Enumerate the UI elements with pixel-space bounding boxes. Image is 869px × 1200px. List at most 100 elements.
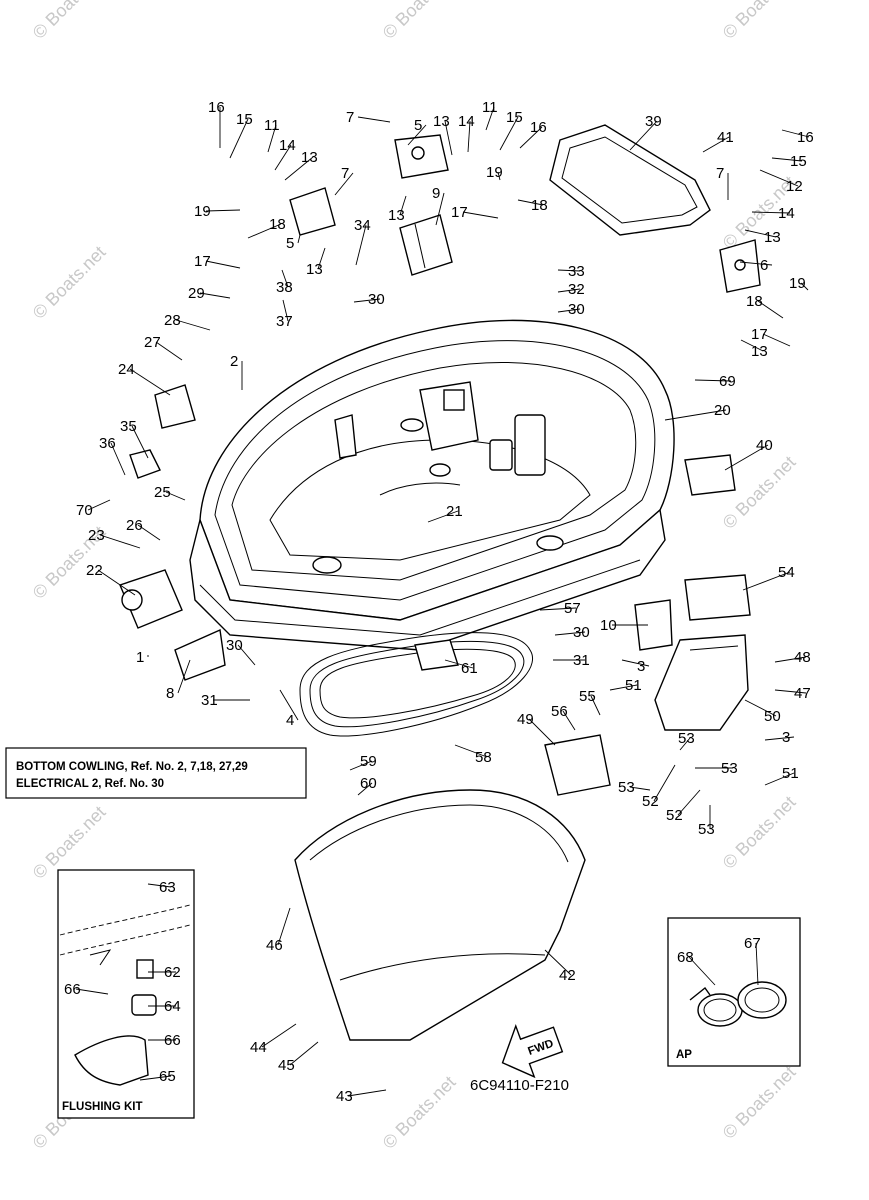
leader-line-30 bbox=[554, 631, 586, 636]
leader-line-17 bbox=[205, 260, 241, 269]
callout-37: 37 bbox=[276, 313, 293, 330]
callout-60: 60 bbox=[360, 775, 377, 792]
watermark: © Boats.net bbox=[379, 0, 460, 43]
callout-13: 13 bbox=[306, 261, 323, 278]
callout-66: 66 bbox=[164, 1032, 181, 1049]
callout-3: 3 bbox=[637, 658, 645, 675]
callout-54: 54 bbox=[778, 564, 795, 581]
watermark: © Boats.net bbox=[719, 0, 800, 43]
leader-line-43 bbox=[347, 1089, 387, 1097]
leader-line-5 bbox=[407, 124, 427, 146]
leader-line-7 bbox=[334, 172, 354, 196]
callout-36: 36 bbox=[99, 435, 116, 452]
leader-line-4 bbox=[279, 689, 299, 721]
callout-31: 31 bbox=[201, 692, 218, 709]
leader-line-59 bbox=[349, 760, 373, 771]
callout-53: 53 bbox=[678, 730, 695, 747]
callout-62: 62 bbox=[164, 964, 181, 981]
callout-67: 67 bbox=[744, 935, 761, 952]
leader-line-42 bbox=[544, 949, 572, 976]
leader-line-13 bbox=[399, 195, 407, 216]
right-side-parts bbox=[544, 454, 751, 796]
leader-line-35 bbox=[131, 425, 149, 459]
callout-14: 14 bbox=[778, 205, 795, 222]
callout-43: 43 bbox=[336, 1088, 353, 1105]
leader-line-12 bbox=[759, 169, 799, 187]
leader-line-18 bbox=[757, 300, 784, 319]
watermark: © Boats.net bbox=[379, 1072, 460, 1153]
callout-21: 21 bbox=[446, 503, 463, 520]
callout-30: 30 bbox=[568, 301, 585, 318]
callout-13: 13 bbox=[388, 207, 405, 224]
drawing-code: 6C94110-F210 bbox=[470, 1077, 569, 1094]
callout-38: 38 bbox=[276, 279, 293, 296]
callout-28: 28 bbox=[164, 312, 181, 329]
callout-70: 70 bbox=[76, 502, 93, 519]
leader-line-13 bbox=[744, 229, 777, 238]
leader-line-57 bbox=[539, 607, 577, 611]
leader-lines bbox=[75, 106, 810, 1097]
reference-box: BOTTOM COWLING, Ref. No. 2, 7,18, 27,29 … bbox=[5, 747, 307, 799]
callout-16: 16 bbox=[208, 99, 225, 116]
leader-line-33 bbox=[557, 269, 581, 272]
callout-50: 50 bbox=[764, 708, 781, 725]
callout-39: 39 bbox=[645, 113, 662, 130]
leader-line-18 bbox=[517, 199, 544, 206]
leader-line-17 bbox=[762, 333, 791, 347]
callout-26: 26 bbox=[126, 517, 143, 534]
leader-line-34 bbox=[355, 224, 367, 266]
leader-line-18 bbox=[247, 223, 282, 239]
leader-line-6 bbox=[739, 261, 773, 266]
bottom-cowling bbox=[189, 319, 675, 651]
callout-44: 44 bbox=[250, 1039, 267, 1056]
reference-line-2: ELECTRICAL 2, Ref. No. 30 bbox=[16, 778, 164, 790]
callout-49: 49 bbox=[517, 711, 534, 728]
callout-7: 7 bbox=[341, 165, 349, 182]
leader-line-14 bbox=[274, 144, 292, 171]
callout-13: 13 bbox=[764, 229, 781, 246]
callout-64: 64 bbox=[164, 998, 181, 1015]
callout-17: 17 bbox=[194, 253, 211, 270]
leader-line-63 bbox=[147, 883, 172, 888]
leader-line-11 bbox=[485, 106, 495, 131]
leader-line-51 bbox=[764, 772, 795, 786]
callout-13: 13 bbox=[301, 149, 318, 166]
part-61-pad bbox=[414, 639, 459, 671]
leader-line-13 bbox=[284, 156, 314, 181]
watermark: © Boats.net bbox=[29, 0, 110, 43]
callout-63: 63 bbox=[159, 879, 176, 896]
leader-line-52 bbox=[677, 789, 701, 816]
callout-32: 32 bbox=[568, 281, 585, 298]
leader-line-45 bbox=[289, 1041, 319, 1066]
leader-line-48 bbox=[774, 656, 807, 663]
watermark: © Boats.net bbox=[719, 792, 800, 873]
callout-17: 17 bbox=[751, 326, 768, 343]
part-39-cover bbox=[549, 124, 711, 236]
callout-35: 35 bbox=[120, 418, 137, 435]
callout-30: 30 bbox=[226, 637, 243, 654]
callout-16: 16 bbox=[797, 129, 814, 146]
leader-line-13 bbox=[317, 247, 326, 270]
leader-line-15 bbox=[499, 116, 519, 151]
leader-line-9 bbox=[435, 192, 445, 226]
leader-line-39 bbox=[629, 120, 658, 151]
callout-5: 5 bbox=[286, 235, 294, 252]
callout-41: 41 bbox=[717, 129, 734, 146]
leader-line-32 bbox=[557, 288, 581, 293]
callout-12: 12 bbox=[786, 178, 803, 195]
leader-line-16 bbox=[781, 129, 810, 138]
flushing-kit-label: FLUSHING KIT bbox=[62, 1101, 143, 1113]
leader-line-36 bbox=[110, 442, 126, 476]
callout-25: 25 bbox=[154, 484, 171, 501]
callout-6: 6 bbox=[760, 257, 768, 274]
callout-19: 19 bbox=[194, 203, 211, 220]
leader-line-53 bbox=[629, 786, 651, 791]
leader-line-14 bbox=[751, 211, 791, 214]
callout-57: 57 bbox=[564, 600, 581, 617]
leader-line-22 bbox=[97, 569, 136, 596]
leader-line-3 bbox=[764, 736, 795, 741]
leader-line-14 bbox=[467, 120, 471, 153]
callout-15: 15 bbox=[506, 109, 523, 126]
leader-line-65 bbox=[139, 1075, 172, 1081]
